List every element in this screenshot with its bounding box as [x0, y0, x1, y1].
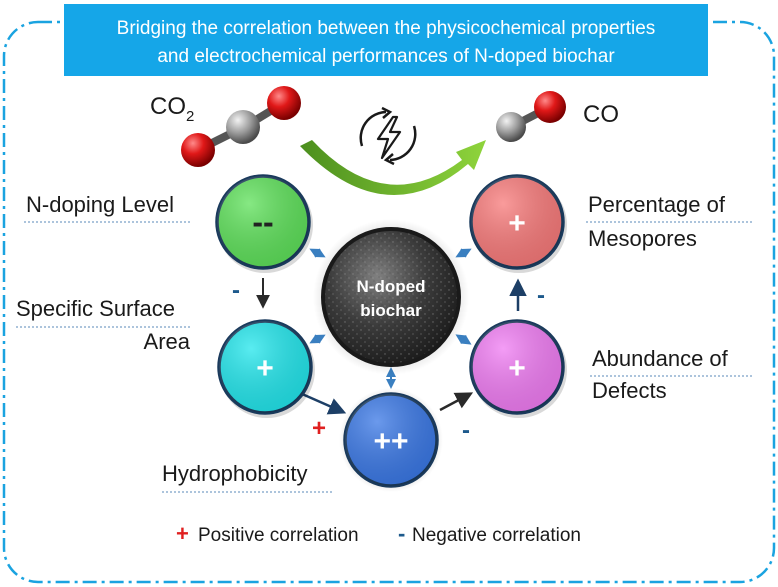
arrow-hydro-to-defects	[439, 392, 474, 412]
label-defects-line-1: Abundance of	[592, 346, 729, 371]
node-hydrophobicity: ++	[339, 388, 443, 492]
legend-positive-symbol: +	[176, 521, 189, 546]
node-mesopores-sign: +	[508, 207, 526, 240]
co2-molecule-icon	[181, 86, 301, 167]
node-mesopores: +	[469, 174, 567, 273]
conversion-arrow	[300, 140, 486, 196]
label-hydrophobicity: Hydrophobicity	[162, 461, 308, 486]
legend-negative-text: Negative correlation	[412, 525, 581, 546]
node-surface-area: +	[217, 319, 315, 418]
title-line-1: Bridging the correlation between the phy…	[117, 18, 656, 39]
node-hydrophobicity-sign: ++	[373, 425, 408, 458]
node-defects: +	[469, 319, 567, 418]
label-n-doping: N-doping Level	[26, 192, 174, 217]
center-biochar-node: N-doped biochar	[313, 219, 469, 375]
legend: + Positive correlation - Negative correl…	[176, 521, 581, 546]
node-defects-sign: +	[508, 352, 526, 385]
edge-sign-hydro-defects: -	[462, 417, 470, 444]
link-center-defects	[455, 334, 472, 345]
label-surface-line-1: Specific Surface	[16, 296, 175, 321]
co-label: CO	[583, 101, 619, 128]
edge-sign-surface-hydro: +	[312, 415, 326, 442]
title-box	[64, 4, 708, 76]
label-mesopores-line-1: Percentage of	[588, 192, 726, 217]
edge-sign-defects-mesopores: -	[537, 282, 545, 309]
title-line-2: and electrochemical performances of N-do…	[157, 46, 615, 67]
label-defects-line-2: Defects	[592, 378, 667, 403]
edge-sign-ndoping-surface: -	[232, 277, 240, 304]
lightning-cycle-icon	[359, 106, 417, 166]
label-mesopores-line-2: Mesopores	[588, 226, 697, 251]
legend-negative-symbol: -	[398, 521, 405, 546]
center-label-line-2: biochar	[360, 301, 422, 320]
co-molecule-icon	[496, 91, 566, 142]
center-label-line-1: N-doped	[357, 277, 426, 296]
node-n-doping-sign: --	[252, 204, 273, 240]
link-center-surface	[309, 334, 326, 344]
legend-positive-text: Positive correlation	[198, 525, 359, 546]
link-center-mesopores	[455, 248, 472, 258]
label-surface-line-2: Area	[144, 329, 191, 354]
link-center-ndoping	[309, 248, 326, 258]
node-n-doping: --	[215, 174, 313, 273]
co2-label: CO2	[150, 93, 194, 125]
node-surface-area-sign: +	[256, 352, 274, 385]
